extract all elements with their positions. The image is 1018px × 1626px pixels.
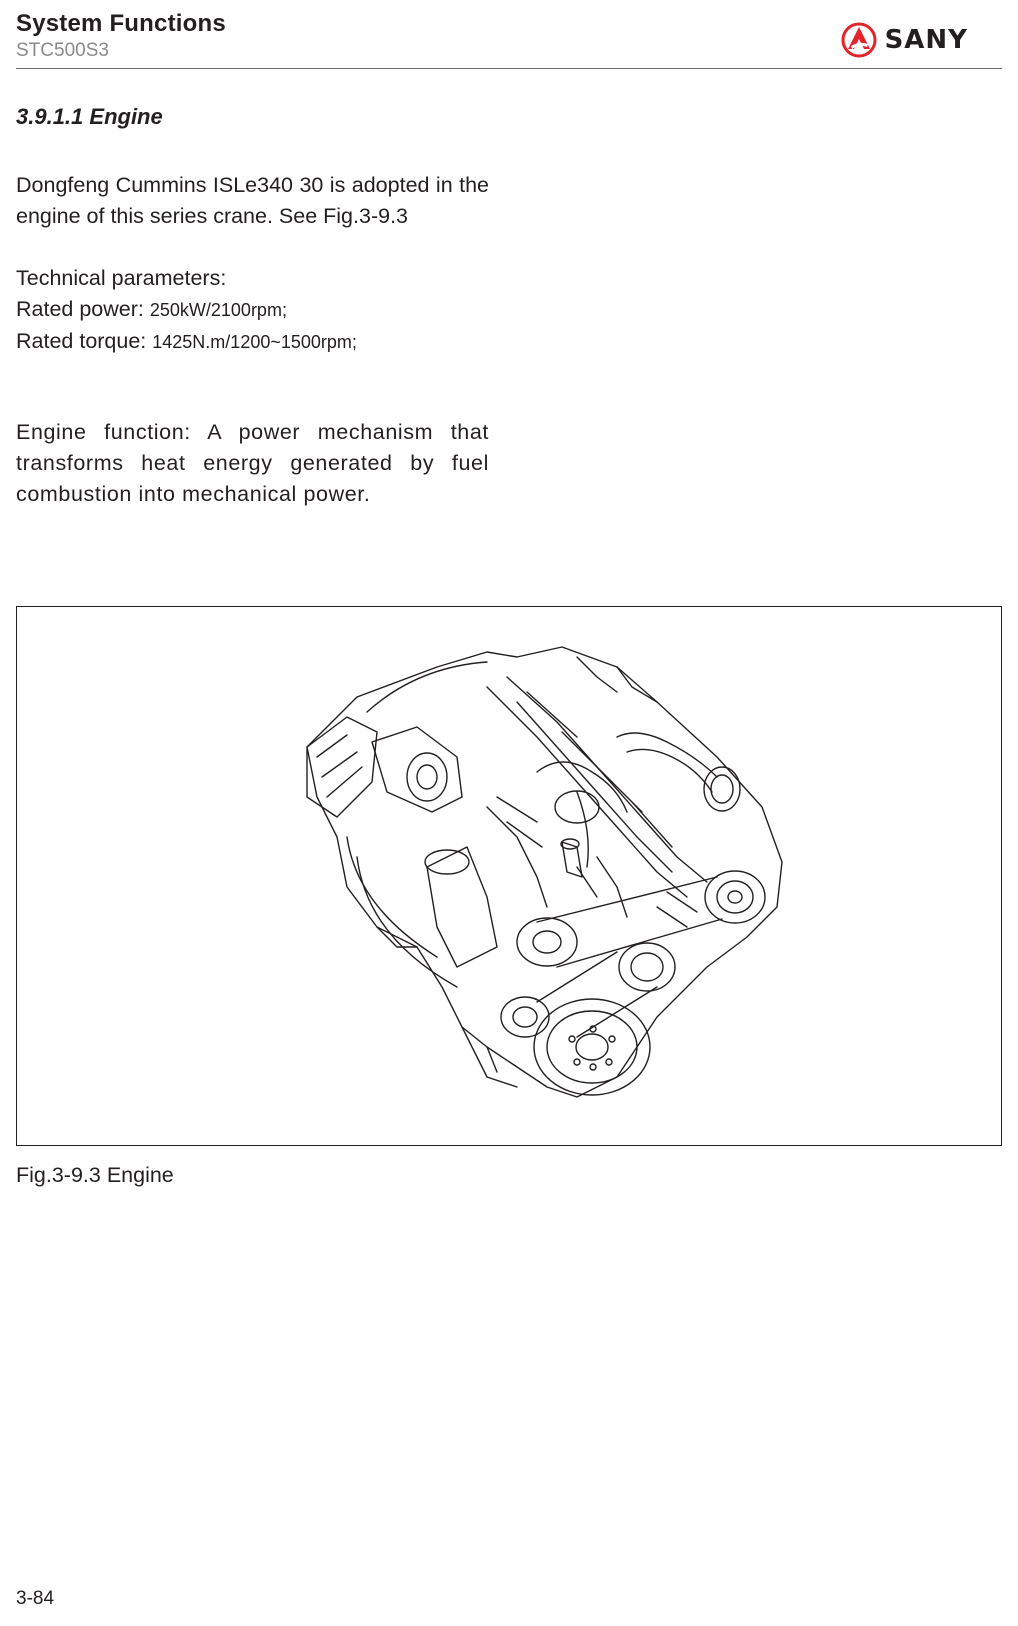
rated-torque-line: Rated torque: 1425N.m/1200~1500rpm; (16, 326, 489, 358)
intro-paragraph: Dongfeng Cummins ISLe340 30 is adopted i… (16, 173, 489, 228)
logo-wordmark: SANY (884, 25, 968, 55)
model-subtitle: STC500S3 (16, 40, 109, 61)
rated-torque-value: 1425N.m/1200~1500rpm; (152, 332, 357, 352)
page-number: 3-84 (16, 1588, 55, 1609)
section-heading: 3.9.1.1 Engine (16, 104, 163, 129)
rated-torque-label: Rated torque: (16, 329, 147, 353)
sany-logo-icon (841, 22, 877, 58)
figure-frame (16, 606, 1002, 1146)
rated-power-label: Rated power: (16, 297, 144, 321)
engine-illustration (306, 646, 783, 1098)
technical-parameters: Technical parameters: Rated power: 250kW… (16, 263, 489, 358)
params-title: Technical parameters: (16, 266, 227, 290)
brand-logo: SANY (841, 22, 968, 58)
document-title: System Functions (16, 10, 226, 37)
rated-power-line: Rated power: 250kW/2100rpm; (16, 294, 489, 326)
figure-caption: Fig.3-9.3 Engine (16, 1163, 174, 1187)
header-divider (16, 68, 1002, 69)
rated-power-value: 250kW/2100rpm; (149, 300, 287, 320)
function-paragraph: Engine function: A power mechanism that … (16, 420, 489, 506)
